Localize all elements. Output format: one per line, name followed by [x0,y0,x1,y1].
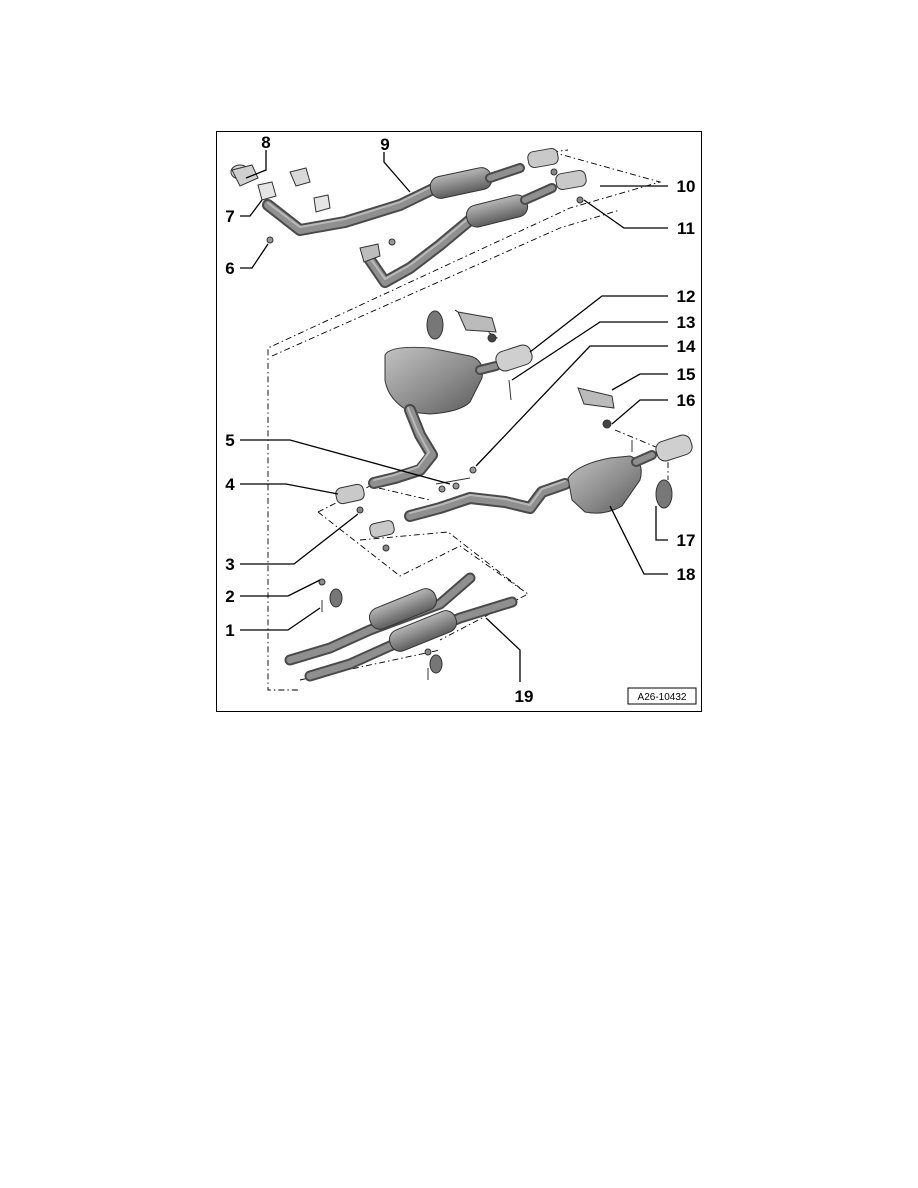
rear-muffler-left [368,310,533,489]
sleeve-clamps-middle [335,483,395,552]
callout-17: 17 [677,531,696,550]
callout-1: 1 [225,621,234,640]
callout-numbers: 8 9 7 6 10 11 12 13 14 15 16 5 4 17 3 18… [225,133,696,706]
callout-13: 13 [677,313,696,332]
rear-muffler-right [567,387,693,514]
callout-6: 6 [225,259,234,278]
callout-8: 8 [261,133,270,152]
leader-lines [240,150,668,682]
front-pipe-assembly [230,163,557,288]
callout-2: 2 [225,587,234,606]
callout-14: 14 [677,337,696,356]
callout-15: 15 [677,365,696,384]
reference-code-box: A26-10432 [627,687,697,705]
callout-11: 11 [677,219,695,238]
connecting-pipe [404,477,571,522]
centre-silencer [284,572,518,682]
callout-9: 9 [380,135,389,154]
callout-19: 19 [515,687,534,706]
callout-16: 16 [677,391,696,410]
callout-18: 18 [677,565,696,584]
callout-12: 12 [677,287,696,306]
sleeve-clamps-upper [527,147,587,204]
callout-7: 7 [225,207,234,226]
reference-code: A26-10432 [638,692,687,703]
callout-10: 10 [677,177,696,196]
callout-3: 3 [225,555,234,574]
callout-4: 4 [225,475,235,494]
callout-5: 5 [225,431,234,450]
